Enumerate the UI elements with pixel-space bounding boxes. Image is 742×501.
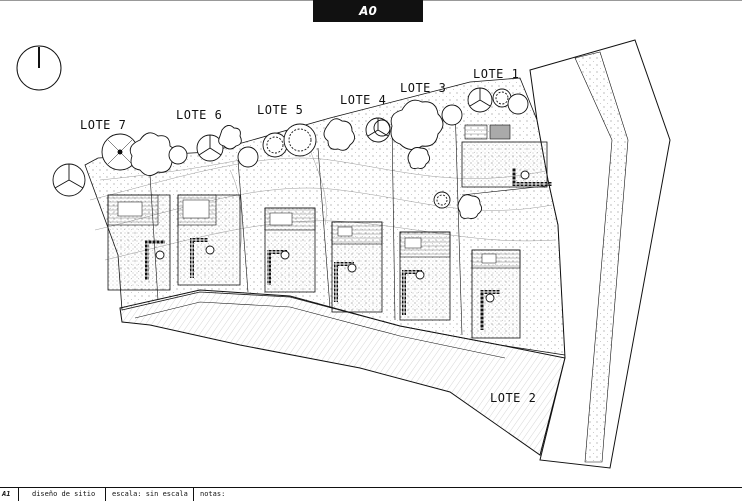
- lot-label-7: LOTE 7: [80, 118, 126, 132]
- lot-label-6: LOTE 6: [176, 108, 222, 122]
- title-block: A1 diseño de sitio escala: sin escala no…: [0, 487, 742, 501]
- drawing-notes: notas:: [200, 490, 226, 498]
- title-block-divider: [18, 488, 19, 501]
- lot-label-2: LOTE 2: [490, 391, 536, 405]
- house-lot-2: [471, 249, 521, 339]
- access-road: [119, 39, 671, 469]
- house-lot-5: [264, 207, 316, 293]
- lot-label-1: LOTE 1: [473, 67, 519, 81]
- lot-label-5: LOTE 5: [257, 103, 303, 117]
- title-block-divider: [193, 488, 194, 501]
- north-arrow-icon: [16, 45, 62, 91]
- house-lot-1: [461, 124, 552, 188]
- house-lot-3: [399, 231, 451, 321]
- house-lot-6: [177, 194, 241, 286]
- sheet-tab: A0: [313, 0, 423, 22]
- house-lot-4: [331, 221, 383, 313]
- tree-icon: [52, 87, 530, 303]
- house-lot-7: [107, 194, 171, 291]
- title-block-divider: [105, 488, 106, 501]
- lot-label-4: LOTE 4: [340, 93, 386, 107]
- drawing-scale: escala: sin escala: [112, 490, 188, 498]
- sheet-number: A1: [2, 490, 11, 498]
- lot-label-3: LOTE 3: [400, 81, 446, 95]
- site-plan: LOTE 1 LOTE 2 LOTE 3 LOTE 4 LOTE 5 LOTE …: [16, 39, 671, 469]
- drawing-title: diseño de sitio: [32, 490, 96, 498]
